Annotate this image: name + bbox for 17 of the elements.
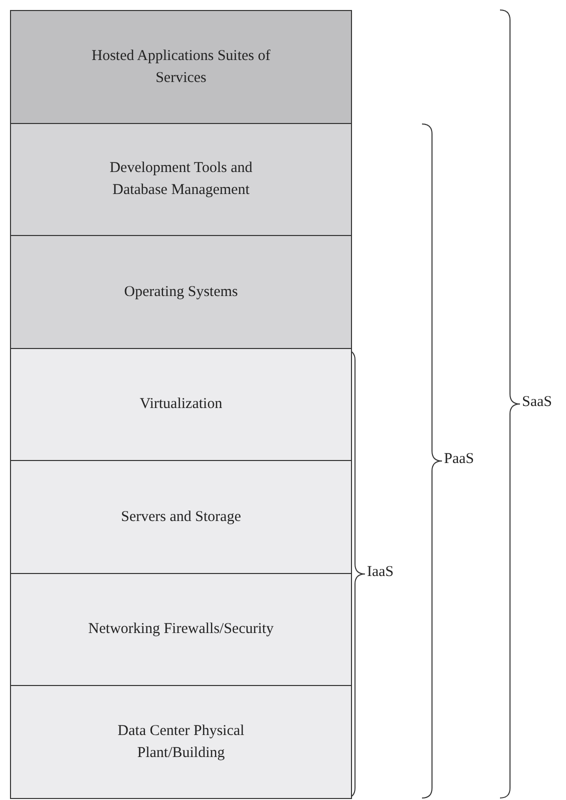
brace-label: SaaS — [522, 394, 552, 411]
layer-label: Hosted Applications Suites of Services — [90, 46, 272, 88]
layer-label: Networking Firewalls/Security — [88, 620, 274, 640]
brace-label: PaaS — [444, 451, 474, 468]
layer-box — [10, 685, 352, 798]
layer-label: Development Tools and Database Management — [108, 159, 254, 200]
layer-label: Virtualization — [140, 395, 222, 414]
layer-box — [10, 10, 352, 124]
layer-box — [10, 348, 352, 461]
layer-box — [10, 122, 352, 236]
brace-label: IaaS — [367, 564, 394, 581]
layer-box — [10, 460, 352, 574]
layer-box — [10, 235, 352, 348]
layer-label: Servers and Storage — [121, 508, 241, 527]
layer-label: Data Center Physical Plant/Building — [116, 722, 246, 763]
layer-label: Operating Systems — [124, 282, 238, 302]
layer-box — [10, 572, 352, 686]
